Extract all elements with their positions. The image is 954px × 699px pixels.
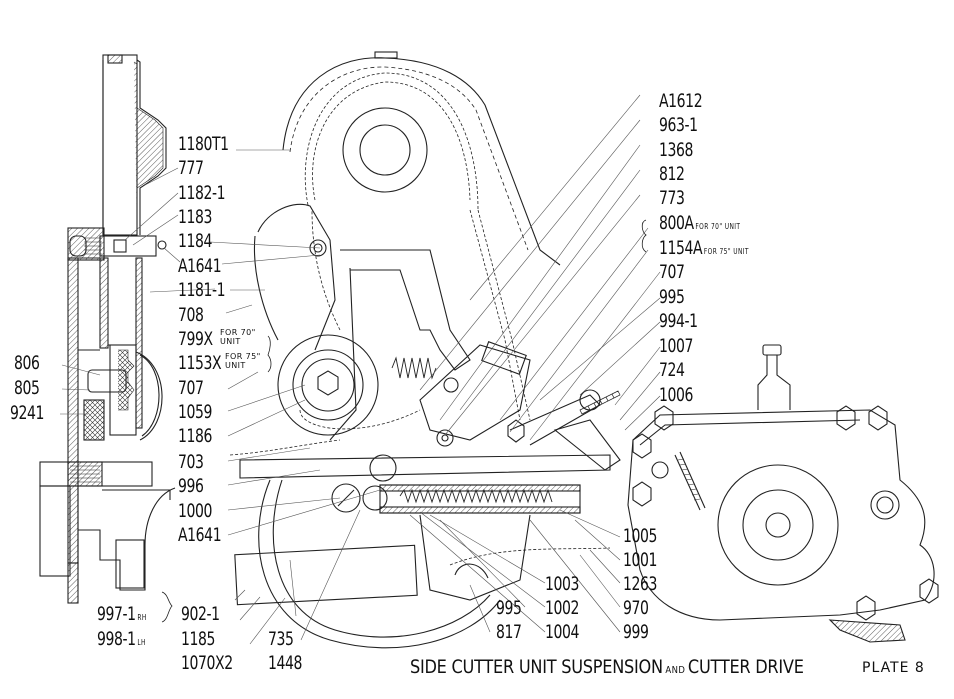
part-label-805: 805 (14, 377, 40, 399)
part-label-1184: 1184 (178, 230, 213, 252)
part-label-1001: 1001 (623, 549, 658, 571)
part-label-963-1: 963-1 (659, 114, 698, 136)
part-label-994-1: 994-1 (659, 310, 698, 332)
part-label-1153X: 1153X (178, 352, 222, 374)
part-label-995-right: 995 (659, 286, 685, 308)
part-number: 1154A (659, 237, 703, 259)
gearbox-housing (627, 344, 939, 643)
part-label-1005: 1005 (623, 525, 658, 547)
part-note-799X: FOR 70" UNIT (220, 328, 256, 346)
bracket-997-998 (161, 591, 173, 623)
part-number: 998-1 (97, 628, 136, 650)
part-label-1007: 1007 (659, 335, 694, 357)
title-part-1: SIDE CUTTER UNIT SUSPENSION (410, 656, 663, 678)
leader-lines (60, 94, 661, 645)
part-number: 997-1 (97, 603, 136, 625)
part-suffix: RH (137, 613, 147, 622)
bracket-799X-1153X (267, 335, 272, 373)
part-label-806: 806 (14, 352, 40, 374)
part-suffix: LH (137, 638, 146, 647)
part-label-1185: 1185 (181, 628, 216, 650)
part-label-1004: 1004 (545, 621, 580, 643)
part-label-1263: 1263 (623, 573, 658, 595)
cutter-drive-body (229, 439, 611, 649)
part-label-970: 970 (623, 597, 649, 619)
part-label-724: 724 (659, 359, 685, 381)
part-label-1059: 1059 (178, 401, 213, 423)
part-label-1186: 1186 (178, 425, 213, 447)
part-label-817: 817 (496, 621, 522, 643)
part-label-773: 773 (659, 187, 685, 209)
part-label-902-1: 902-1 (181, 603, 220, 625)
part-label-1002: 1002 (545, 597, 580, 619)
part-label-812: 812 (659, 163, 685, 185)
part-label-1181-1: 1181-1 (178, 279, 226, 301)
part-note-1153X: FOR 75" UNIT (225, 352, 261, 370)
part-label-1006: 1006 (659, 384, 694, 406)
part-label-1368: 1368 (659, 139, 694, 161)
plate-number: PLATE 8 (862, 660, 925, 676)
note-line: FOR 75" (225, 352, 261, 361)
part-label-1183: 1183 (178, 206, 213, 228)
note-line: FOR 70" (220, 328, 256, 337)
part-note: FOR 70" UNIT (695, 222, 741, 231)
part-label-A1641-upper: A1641 (178, 255, 222, 277)
part-label-1070X2: 1070X2 (181, 652, 233, 674)
title-joiner: AND (665, 665, 686, 676)
chain-case (282, 51, 561, 421)
part-label-799X: 799X (178, 328, 213, 350)
part-label-A1612: A1612 (659, 90, 703, 112)
part-label-777: 777 (178, 157, 204, 179)
part-label-995-bottom: 995 (496, 597, 522, 619)
bracket-800A-1154A (641, 219, 647, 253)
part-label-1180T1: 1180T1 (178, 133, 229, 155)
part-label-1182-1: 1182-1 (178, 182, 226, 204)
part-label-735: 735 (268, 628, 294, 650)
part-label-A1641-lower: A1641 (178, 524, 222, 546)
part-label-707-left: 707 (178, 377, 204, 399)
part-label-708: 708 (178, 304, 204, 326)
part-number: 800A (659, 212, 694, 234)
part-label-703: 703 (178, 451, 204, 473)
title-part-2: CUTTER DRIVE (687, 656, 804, 678)
note-line: UNIT (225, 361, 246, 370)
part-label-9241: 9241 (10, 402, 45, 424)
side-plate-section (39, 54, 176, 604)
part-label-707-right: 707 (659, 261, 685, 283)
part-label-1000: 1000 (178, 500, 213, 522)
part-label-1448: 1448 (268, 652, 303, 674)
part-label-999: 999 (623, 621, 649, 643)
part-label-1003: 1003 (545, 573, 580, 595)
note-line: UNIT (220, 337, 241, 346)
part-note: FOR 75" UNIT (703, 247, 749, 256)
part-label-996: 996 (178, 475, 204, 497)
tensioner-bracket (253, 203, 621, 471)
